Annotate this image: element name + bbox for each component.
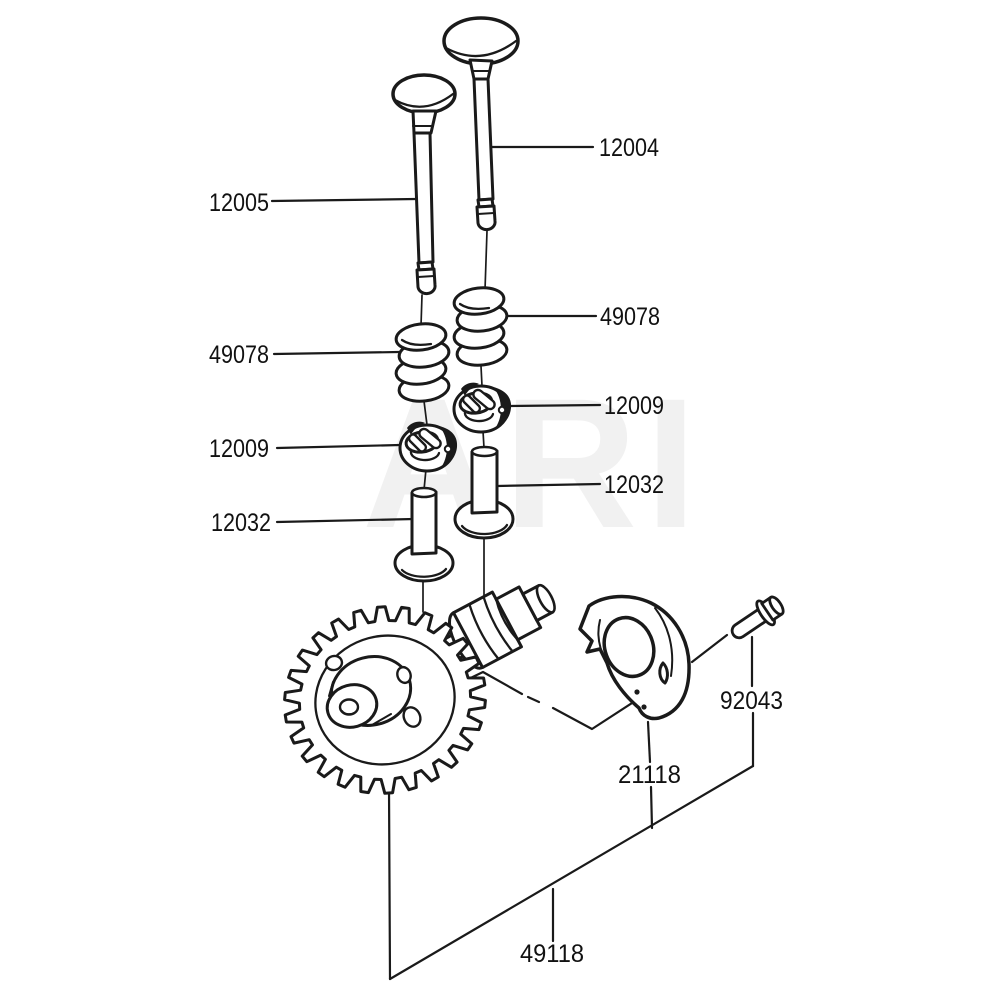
gear-inner-ring bbox=[314, 634, 456, 766]
plate-dot bbox=[641, 704, 647, 710]
plate-slot bbox=[658, 661, 669, 685]
retainer-inner-arc bbox=[463, 410, 495, 423]
cam-gear bbox=[283, 605, 487, 795]
leader-lines bbox=[270, 145, 754, 943]
chamber-left-edge bbox=[387, 786, 392, 981]
cam-lobe-contour bbox=[468, 603, 500, 661]
retainer-shadow-top bbox=[461, 382, 479, 396]
retainer-hole bbox=[497, 405, 507, 415]
retainer-keeper bbox=[407, 433, 428, 453]
retainer-shadow-top bbox=[407, 421, 425, 435]
part-label-49118: 49118 bbox=[520, 940, 584, 968]
leader-21118-lower bbox=[649, 785, 654, 830]
tappet-flange-arc bbox=[460, 523, 509, 536]
leader-21118-upper bbox=[646, 720, 652, 764]
gear-web-hole bbox=[324, 654, 344, 672]
tappet-body bbox=[470, 449, 499, 515]
valve-neck bbox=[468, 58, 494, 81]
tappet-12032-left bbox=[393, 486, 455, 583]
retainer-12009-right bbox=[452, 382, 512, 434]
tappet-flange-arc bbox=[400, 567, 448, 578]
valve-neck bbox=[411, 109, 438, 135]
cam-journal bbox=[494, 585, 543, 642]
plate-ridge-line bbox=[654, 607, 674, 677]
spring-wire-end bbox=[400, 338, 433, 347]
gear-web-hole bbox=[396, 665, 412, 685]
gear-hole-arc bbox=[341, 710, 355, 716]
leader-49078-left bbox=[272, 350, 401, 356]
tappet-body bbox=[410, 490, 438, 556]
chamber-bottom-edge bbox=[388, 764, 755, 981]
valve-stem bbox=[412, 131, 435, 265]
part-label-49078-right: 49078 bbox=[600, 303, 660, 331]
part-label-12005: 12005 bbox=[209, 189, 269, 217]
bolt-92043 bbox=[730, 595, 785, 640]
leader-12032-left bbox=[275, 517, 416, 524]
assembly-axis-lines bbox=[420, 230, 488, 613]
gear-boss-side bbox=[328, 681, 392, 726]
valve-stem-tip bbox=[475, 204, 497, 232]
leader-12005 bbox=[270, 197, 418, 203]
part-label-12004: 12004 bbox=[599, 134, 659, 162]
cam-lobe-contour bbox=[482, 595, 514, 653]
part-labels: 12004 12005 49078 49078 12009 12009 1203… bbox=[209, 134, 783, 968]
assembly-dash bbox=[526, 695, 541, 704]
axis-right-retainer-to-tappet bbox=[482, 430, 485, 449]
axis-left-spring-to-retainer bbox=[423, 400, 428, 426]
valve-12004 bbox=[442, 16, 520, 232]
plate-hole bbox=[602, 615, 656, 679]
plate-inner-edge bbox=[597, 619, 607, 662]
valve-head bbox=[442, 16, 520, 66]
spring-wire-end bbox=[458, 302, 491, 311]
valve-face-line bbox=[444, 39, 518, 58]
valve-12005 bbox=[391, 73, 457, 296]
tappet-12032-right bbox=[453, 445, 515, 540]
valve-stem-tip bbox=[415, 267, 437, 296]
axis-left-valve-to-spring bbox=[420, 294, 423, 327]
part-label-12032-left: 12032 bbox=[211, 509, 271, 537]
tappet-top bbox=[470, 445, 499, 458]
plate-21118 bbox=[578, 594, 691, 721]
tappet-top bbox=[410, 486, 438, 499]
bolt-head-end bbox=[768, 595, 785, 616]
part-label-21118: 21118 bbox=[618, 761, 681, 789]
part-label-49078-left: 49078 bbox=[209, 341, 269, 369]
leader-bolt-axis bbox=[690, 633, 729, 664]
axis-left-retainer-to-tappet bbox=[423, 468, 427, 491]
retainer-inner-arc bbox=[409, 449, 441, 462]
plate-dot bbox=[634, 689, 640, 695]
retainer-keeper bbox=[418, 427, 442, 450]
cam-stub-end bbox=[535, 583, 556, 614]
part-label-12009-right: 12009 bbox=[604, 392, 664, 420]
axis-right-valve-to-spring bbox=[484, 230, 488, 291]
chamber-outline bbox=[387, 670, 755, 981]
part-label-12009-left: 12009 bbox=[209, 435, 269, 463]
bolt-shaft bbox=[730, 606, 770, 640]
retainer-keeper bbox=[472, 388, 496, 411]
valve-tip-line bbox=[417, 275, 435, 278]
valve-tip-line bbox=[477, 212, 495, 215]
axis-right-spring-to-retainer bbox=[480, 365, 483, 387]
part-label-12032-right: 12032 bbox=[604, 471, 664, 499]
gear-web-hole bbox=[402, 706, 422, 728]
spring-49078-right bbox=[452, 286, 509, 367]
retainer-hole bbox=[443, 444, 453, 454]
leader-12009-right bbox=[508, 403, 602, 408]
part-label-92043: 92043 bbox=[720, 687, 783, 715]
retainer-12009-left bbox=[398, 421, 458, 473]
valve-stem bbox=[472, 77, 495, 202]
spring-49078-left bbox=[394, 322, 451, 403]
leader-12009-left bbox=[275, 443, 402, 450]
leader-12032-right bbox=[495, 482, 602, 488]
cam-journal-contour bbox=[494, 597, 519, 641]
valve-face-line bbox=[393, 92, 455, 108]
retainer-keeper bbox=[461, 394, 482, 414]
